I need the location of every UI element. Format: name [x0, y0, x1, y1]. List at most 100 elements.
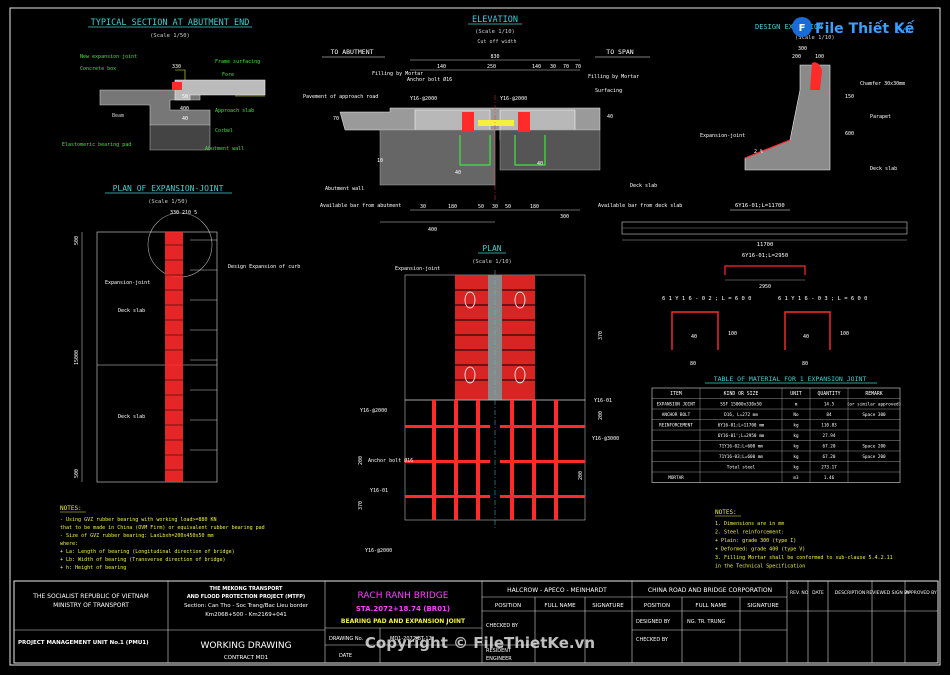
table-cell: 14.5	[824, 402, 835, 408]
plan-joint-15000: 15000	[74, 350, 80, 365]
note-line: + Lb: Width of bearing (Transverse direc…	[60, 557, 226, 563]
table-cell: Space 200	[862, 454, 886, 460]
plan-dim-right: 200	[578, 471, 584, 480]
table-cell: 1.46	[824, 475, 835, 481]
dim-70: 70	[563, 64, 569, 70]
plan-joint-scale: (Scale 1/50)	[148, 199, 188, 205]
project-4: Km2068+500 - Km2169+041	[205, 612, 287, 618]
bar2-d100: 100	[728, 331, 737, 337]
notes-right-title: NOTES:	[715, 509, 737, 516]
label-available-right: Available bar from deck slab	[598, 203, 682, 209]
table-cell: 67.20	[823, 444, 836, 450]
table-header: QUANTITY	[817, 391, 840, 397]
label-filling-right: Filling by Mortar	[588, 74, 639, 80]
bar1-dim: 2950	[759, 284, 771, 290]
label-wall: Abutment wall	[205, 146, 244, 152]
dim-400: 400	[180, 106, 189, 112]
table-header: REMARK	[865, 391, 882, 397]
dim-slope: 2 %	[754, 149, 763, 155]
bar2-d80: 80	[690, 361, 696, 367]
material-table: TABLE OF MATERIAL FOR 1 EXPANSION JOINT …	[651, 375, 901, 483]
bar1-label: 6Y16-01;L=2950	[742, 253, 788, 259]
plan-dim-r2: 200	[598, 411, 604, 420]
col-r-signature: SIGNATURE	[747, 603, 779, 609]
label-corbel: Corbel	[215, 128, 233, 134]
dim-b-a: 30	[420, 204, 426, 210]
dim-b-d: 30	[492, 204, 498, 210]
dim-v10: 10	[377, 158, 383, 164]
plan-joint-curb: Design Expansion of curb	[228, 264, 300, 270]
pmu: PROJECT MANAGEMENT UNIT No.1 (PMU1)	[18, 640, 149, 646]
dim-30: 30	[550, 64, 556, 70]
rev-date: DATE	[812, 590, 824, 596]
plan-dim-l1: 200	[358, 456, 364, 465]
table-header: KIND OR SIZE	[724, 391, 759, 397]
table-header: UNIT	[790, 391, 802, 397]
bar2-d40: 40	[691, 334, 697, 340]
table-cell: kg	[793, 423, 799, 429]
label-concrete: Concrete box	[80, 66, 116, 72]
project-3: Section: Can Tho - Soc Trang/Bac Lieu bo…	[184, 603, 309, 609]
long-bar-length: 11700	[757, 242, 774, 248]
watermark-brand: File Thiết Kế	[815, 20, 915, 37]
watermark: F File Thiết Kế .vn Copyright © FileThie…	[365, 17, 915, 652]
table-cell: 71Y16-03;L=600 mm	[719, 454, 763, 460]
table-cell: 6Y16-01';L=2950 mm	[718, 433, 765, 439]
table-cell: EXPANSION JOINT	[657, 402, 696, 408]
table-cell: Space 300	[862, 412, 886, 418]
bent-bars: 6Y16-01;L=2950 2950 6 1 Y 1 6 - 0 2 ; L …	[662, 253, 867, 367]
designer: NG. TR. TRUNG	[687, 619, 725, 625]
notes-left: NOTES: - Using GVZ rubber bearing with w…	[60, 505, 265, 571]
table-cell: m3	[793, 475, 799, 481]
checked-by: CHECKED BY	[486, 623, 519, 629]
label-slab: Approach slab	[215, 108, 254, 114]
to-abutment: TO ABUTMENT	[330, 48, 373, 56]
plan-dim-l2: 370	[358, 501, 364, 510]
rev-reviewed: REVIEWED SIGN BY	[866, 590, 910, 596]
label-beam: Beam	[112, 113, 124, 119]
table-cell: 110.83	[821, 423, 837, 429]
plan-rebar: PLAN (Scale 1/10) Expansion-joint Y16-@2…	[358, 244, 619, 554]
rev-description: DESCRIPTION	[835, 590, 865, 596]
bridge-name: RACH RANH BRIDGE	[358, 591, 449, 601]
label-y16b: Y16-@2000	[500, 96, 527, 102]
plan-joint: PLAN OF EXPANSION-JOINT (Scale 1/50) 330…	[74, 184, 300, 483]
plan-joint-label: Expansion-joint	[105, 280, 150, 286]
dim-b-total: 400	[428, 227, 437, 233]
dim-100: 100	[815, 54, 824, 60]
contract: CONTRACT MD1	[224, 655, 268, 661]
plan-scale: (Scale 1/10)	[472, 259, 512, 265]
elevation-scale: (Scale 1/10)	[475, 29, 515, 35]
note-line: 3. Filling Mortar shall be conformed to …	[715, 555, 893, 561]
plan-y16-01b: Y16-01	[594, 398, 612, 404]
plan-title: PLAN	[482, 244, 501, 253]
design-scale: (Scale 1/10)	[795, 35, 835, 41]
typical-section: TYPICAL SECTION AT ABUTMENT END (Scale 1…	[62, 18, 266, 152]
section-scale: (Scale 1/50)	[150, 33, 190, 39]
elevation-cut: Cut off width	[477, 39, 516, 45]
table-cell: REINFORCEMENT	[659, 423, 693, 429]
notes-left-title: NOTES:	[60, 505, 82, 512]
design-title: DESIGN EXPANSION	[755, 23, 822, 31]
note-line: that to be made in China (OVM Firm) or e…	[60, 525, 265, 531]
project-2: AND FLOOD PROTECTION PROJECT (MTFP)	[187, 594, 305, 600]
table-cell: 71Y16-02;L=600 mm	[719, 444, 763, 450]
label-surfacing: Surfacing	[595, 88, 622, 94]
plan-y16-bot: Y16-@2000	[365, 548, 392, 554]
note-line: where:	[60, 541, 78, 547]
table-cell: kg	[793, 433, 799, 439]
label-deck-slab: Deck slab	[630, 183, 657, 189]
plan-dim-r1: 370	[598, 331, 604, 340]
dim-v40: 40	[607, 114, 613, 120]
resident-2: ENGINEER	[486, 656, 512, 662]
to-span: TO SPAN	[606, 48, 633, 56]
long-bar: 11700	[621, 221, 908, 248]
working-drawing: WORKING DRAWING	[200, 641, 291, 651]
watermark-domain: .vn	[897, 26, 911, 36]
dim-140b: 140	[532, 64, 541, 70]
consultant: HALCROW - APECO - MEINHARDT	[507, 587, 607, 594]
table-cell: SSF 15000x330x50	[720, 402, 762, 408]
dim-250: 250	[487, 64, 496, 70]
table-cell: D16, L=272 mm	[724, 412, 758, 418]
bar3-d100: 100	[840, 331, 849, 337]
